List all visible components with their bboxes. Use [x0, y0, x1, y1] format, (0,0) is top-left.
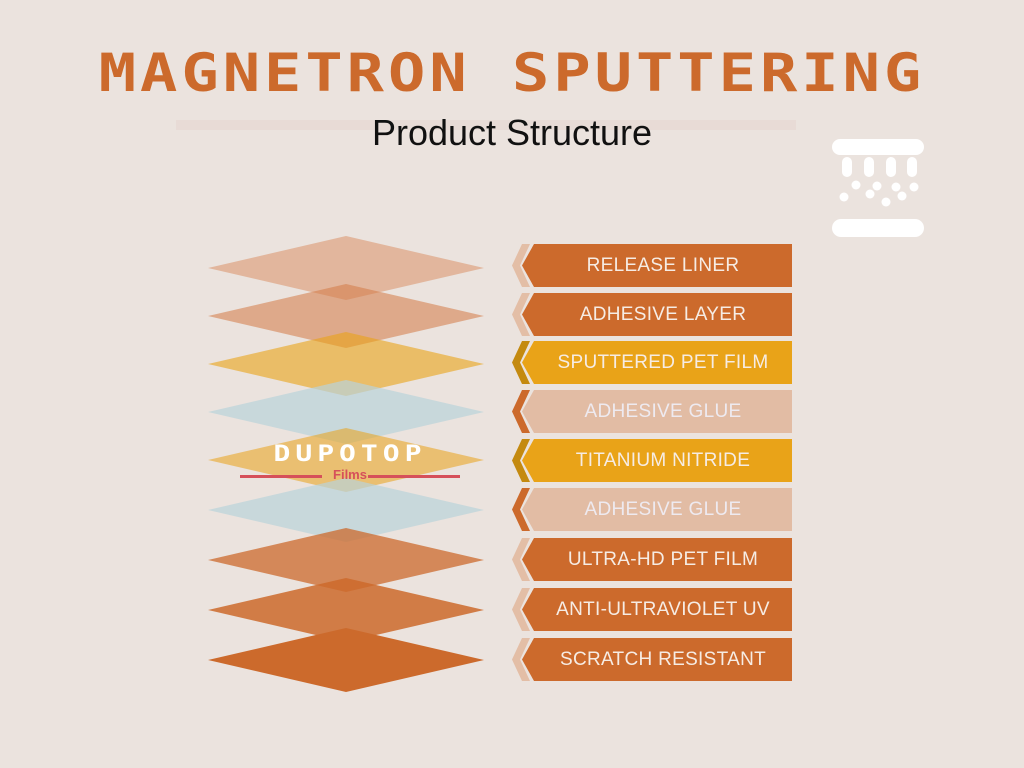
layer-diamond-4 [208, 380, 484, 444]
layer-diamond-2 [208, 284, 484, 348]
layer-diamond-8 [208, 578, 484, 642]
logo-brand: DUPOTOP [273, 440, 427, 467]
page-subtitle: Product Structure [371, 112, 653, 153]
layer-diamond-7 [208, 528, 484, 592]
layer-banner-anti-ultraviolet: ANTI-ULTRAVIOLET UV [512, 588, 792, 631]
watermark-line [176, 120, 796, 130]
layer-banner-ultra-hd-pet-film: ULTRA-HD PET FILM [512, 538, 792, 581]
layer-banner-scratch-resistant: SCRATCH RESISTANT [512, 638, 792, 681]
layer-diamond-1 [208, 236, 484, 300]
layer-diamond-3 [208, 332, 484, 396]
layer-diamond-9 [208, 628, 484, 692]
layer-banner-release-liner: RELEASE LINER [512, 244, 792, 287]
dupotop-logo: DUPOTOP Films [238, 440, 462, 482]
layer-banner-adhesive-layer: ADHESIVE LAYER [512, 293, 792, 336]
page-title: MAGNETRON SPUTTERING [98, 41, 926, 104]
layer-banner-adhesive-glue-1: ADHESIVE GLUE [512, 390, 792, 433]
sputtering-icon [830, 137, 926, 239]
logo-tagline: Films [333, 467, 367, 482]
layer-banner-sputtered-pet-film: SPUTTERED PET FILM [512, 341, 792, 384]
layer-banner-adhesive-glue-2: ADHESIVE GLUE [512, 488, 792, 531]
layer-banner-titanium-nitride: TITANIUM NITRIDE [512, 439, 792, 482]
layer-diamond-6 [208, 478, 484, 542]
